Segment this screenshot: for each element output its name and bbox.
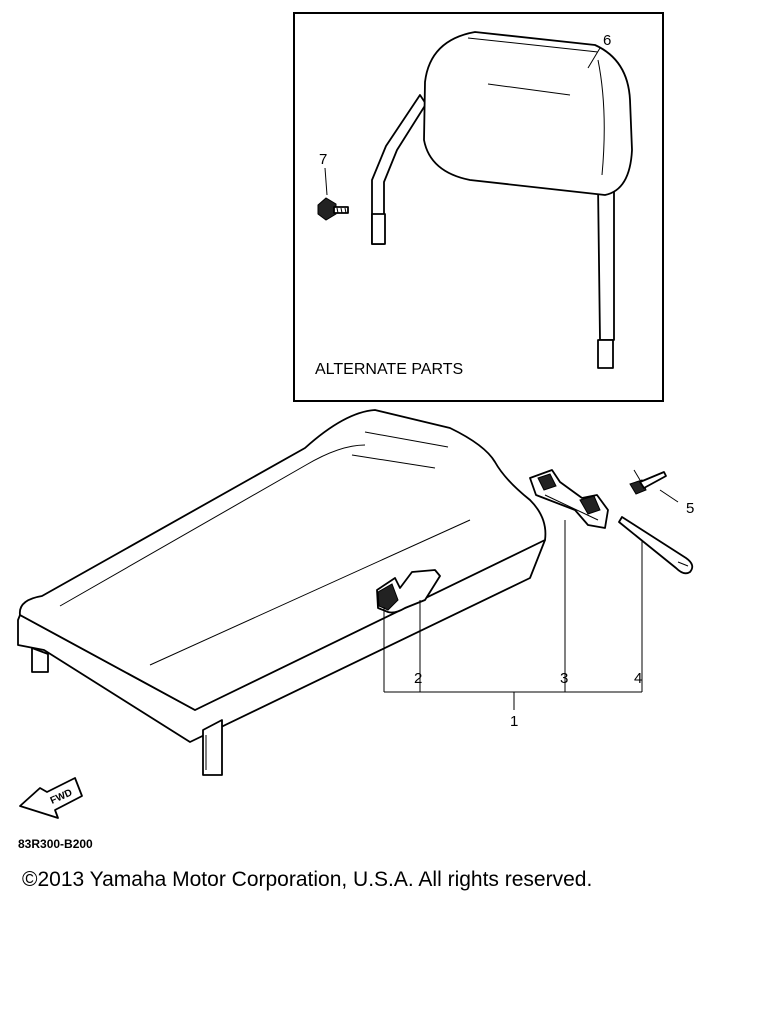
- callout-7: 7: [319, 151, 327, 168]
- callout-5: 5: [686, 500, 694, 517]
- callout-2: 2: [414, 670, 422, 687]
- seat: [17, 409, 547, 776]
- bracket: [529, 469, 609, 529]
- callout-4: 4: [634, 670, 642, 687]
- callout-3: 3: [560, 670, 568, 687]
- front-direction-arrow: FWD: [19, 777, 83, 819]
- diagram-code: 83R300-B200: [18, 837, 93, 851]
- callout-leaders: [383, 489, 679, 710]
- callout-6: 6: [603, 32, 611, 49]
- callout-1: 1: [510, 713, 518, 730]
- backrest: [371, 31, 633, 369]
- rod: [618, 516, 694, 575]
- bolt: [317, 197, 349, 221]
- alternate-parts-box: 7 6 ALTERNATE PARTS: [293, 12, 664, 402]
- latch-hook: [376, 569, 441, 614]
- alternate-parts-label: ALTERNATE PARTS: [315, 361, 463, 378]
- rivet: [629, 469, 667, 495]
- copyright-notice: ©2013 Yamaha Motor Corporation, U.S.A. A…: [22, 868, 593, 891]
